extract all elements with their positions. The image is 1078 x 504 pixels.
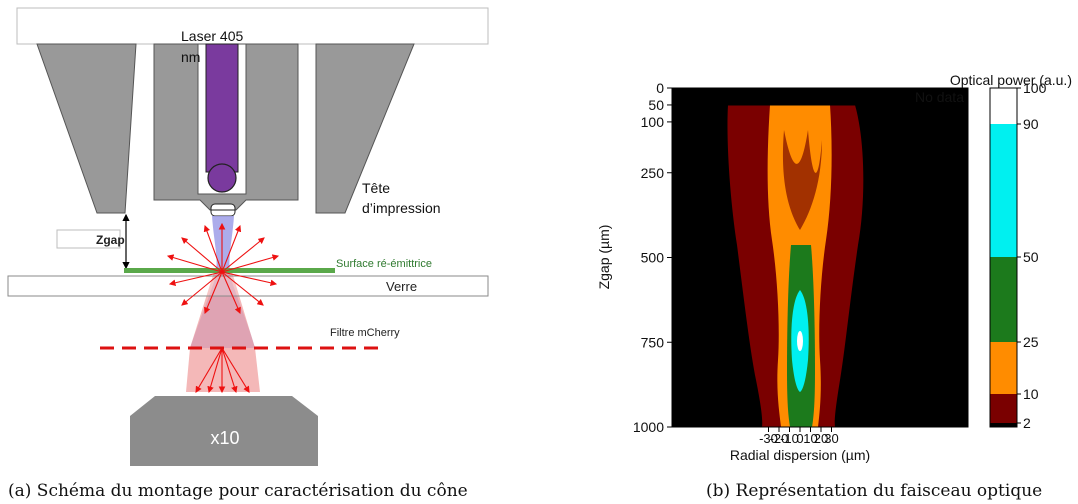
x-tick-label: -10 <box>780 431 799 446</box>
collected-arrow <box>195 347 223 393</box>
x-tick-label: 0 <box>796 431 803 446</box>
y-tick-label: 100 <box>641 114 665 130</box>
colorbar-title: Optical power (a.u.) <box>950 72 1072 88</box>
objective-label: x10 <box>210 428 239 448</box>
collected-arrow <box>221 347 250 393</box>
y-tick-label: 250 <box>641 165 665 181</box>
emission-arrow <box>181 237 223 273</box>
head-right-block <box>315 43 415 214</box>
head-label-2: d’impression <box>362 200 441 216</box>
colorbar-tick-label: 25 <box>1023 334 1039 350</box>
colorbar-tick-label: 90 <box>1023 116 1039 132</box>
ball-lens <box>207 163 237 193</box>
colorbar-tick-label: 2 <box>1023 415 1031 431</box>
emission-arrow <box>168 271 223 286</box>
emission-arrow <box>166 254 223 273</box>
colorbar-band <box>990 423 1017 427</box>
no-data-label: No data <box>915 89 964 105</box>
emission-arrow <box>221 271 264 306</box>
y-tick-label: 750 <box>641 334 665 350</box>
colorbar-band <box>990 257 1017 342</box>
laser-unit-label: nm <box>181 49 200 65</box>
band-dark-red-inner <box>782 130 822 230</box>
colorbar-band <box>990 88 1017 124</box>
x-tick-label: 20 <box>814 431 828 446</box>
head-left-block <box>36 43 137 214</box>
emission-arrow <box>204 271 223 315</box>
y-tick-label: 1000 <box>633 419 664 435</box>
panel-a-schematic: Laser 405 nm Tête d’impression Zgap Surf… <box>7 7 489 466</box>
emission-arrows <box>166 222 280 394</box>
glass-slide <box>7 275 489 297</box>
collected-arrow <box>221 347 238 394</box>
caption-a: (a) Schéma du montage pour caractérisati… <box>8 481 468 501</box>
glass-label: Verre <box>386 279 417 294</box>
colorbar-tick-label: 50 <box>1023 249 1039 265</box>
emission-arrow <box>221 237 265 273</box>
objective-x10 <box>130 396 318 466</box>
colorbar-band <box>990 124 1017 257</box>
colorbar-tick-label: 100 <box>1023 80 1047 96</box>
x-tick-label: 10 <box>803 431 817 446</box>
emission-arrow <box>221 254 280 273</box>
surface-label: Surface ré-émittrice <box>336 258 432 270</box>
colorbar: 2 10 25 50 90 100 <box>989 80 1047 431</box>
laser-label: Laser 405 <box>181 28 243 44</box>
y-tick-label: 500 <box>641 250 665 266</box>
filter-label: Filtre mCherry <box>330 327 400 339</box>
zgap-box <box>56 229 121 249</box>
emission-arrow <box>221 271 241 315</box>
emission-arrow <box>221 271 278 287</box>
colorbar-tick-label: 10 <box>1023 386 1039 402</box>
x-tick-label: 30 <box>824 431 838 446</box>
x-tick-label: -20 <box>770 431 789 446</box>
fluorescence-cone-red <box>186 272 260 392</box>
collected-arrow <box>207 347 223 394</box>
laser-fiber <box>205 43 239 173</box>
y-axis-label: Zgap (µm) <box>596 225 612 290</box>
emission-arrow <box>221 224 242 273</box>
emission-arrow <box>203 224 223 273</box>
head-label: Tête <box>362 180 390 196</box>
caption-b: (b) Représentation du faisceau optique <box>706 481 1042 501</box>
y-tick-label: 0 <box>656 80 664 96</box>
x-axis-label: Radial dispersion (µm) <box>730 447 870 463</box>
top-plate <box>16 7 489 45</box>
colorbar-band <box>990 342 1017 394</box>
reemitting-surface <box>124 268 335 273</box>
emission-arrow <box>181 271 223 306</box>
band-white-peak <box>797 331 803 351</box>
y-tick-label: 50 <box>648 97 664 113</box>
x-tick-label: -30 <box>759 431 778 446</box>
colorbar-band <box>990 394 1017 423</box>
zgap-label: Zgap <box>96 233 125 247</box>
